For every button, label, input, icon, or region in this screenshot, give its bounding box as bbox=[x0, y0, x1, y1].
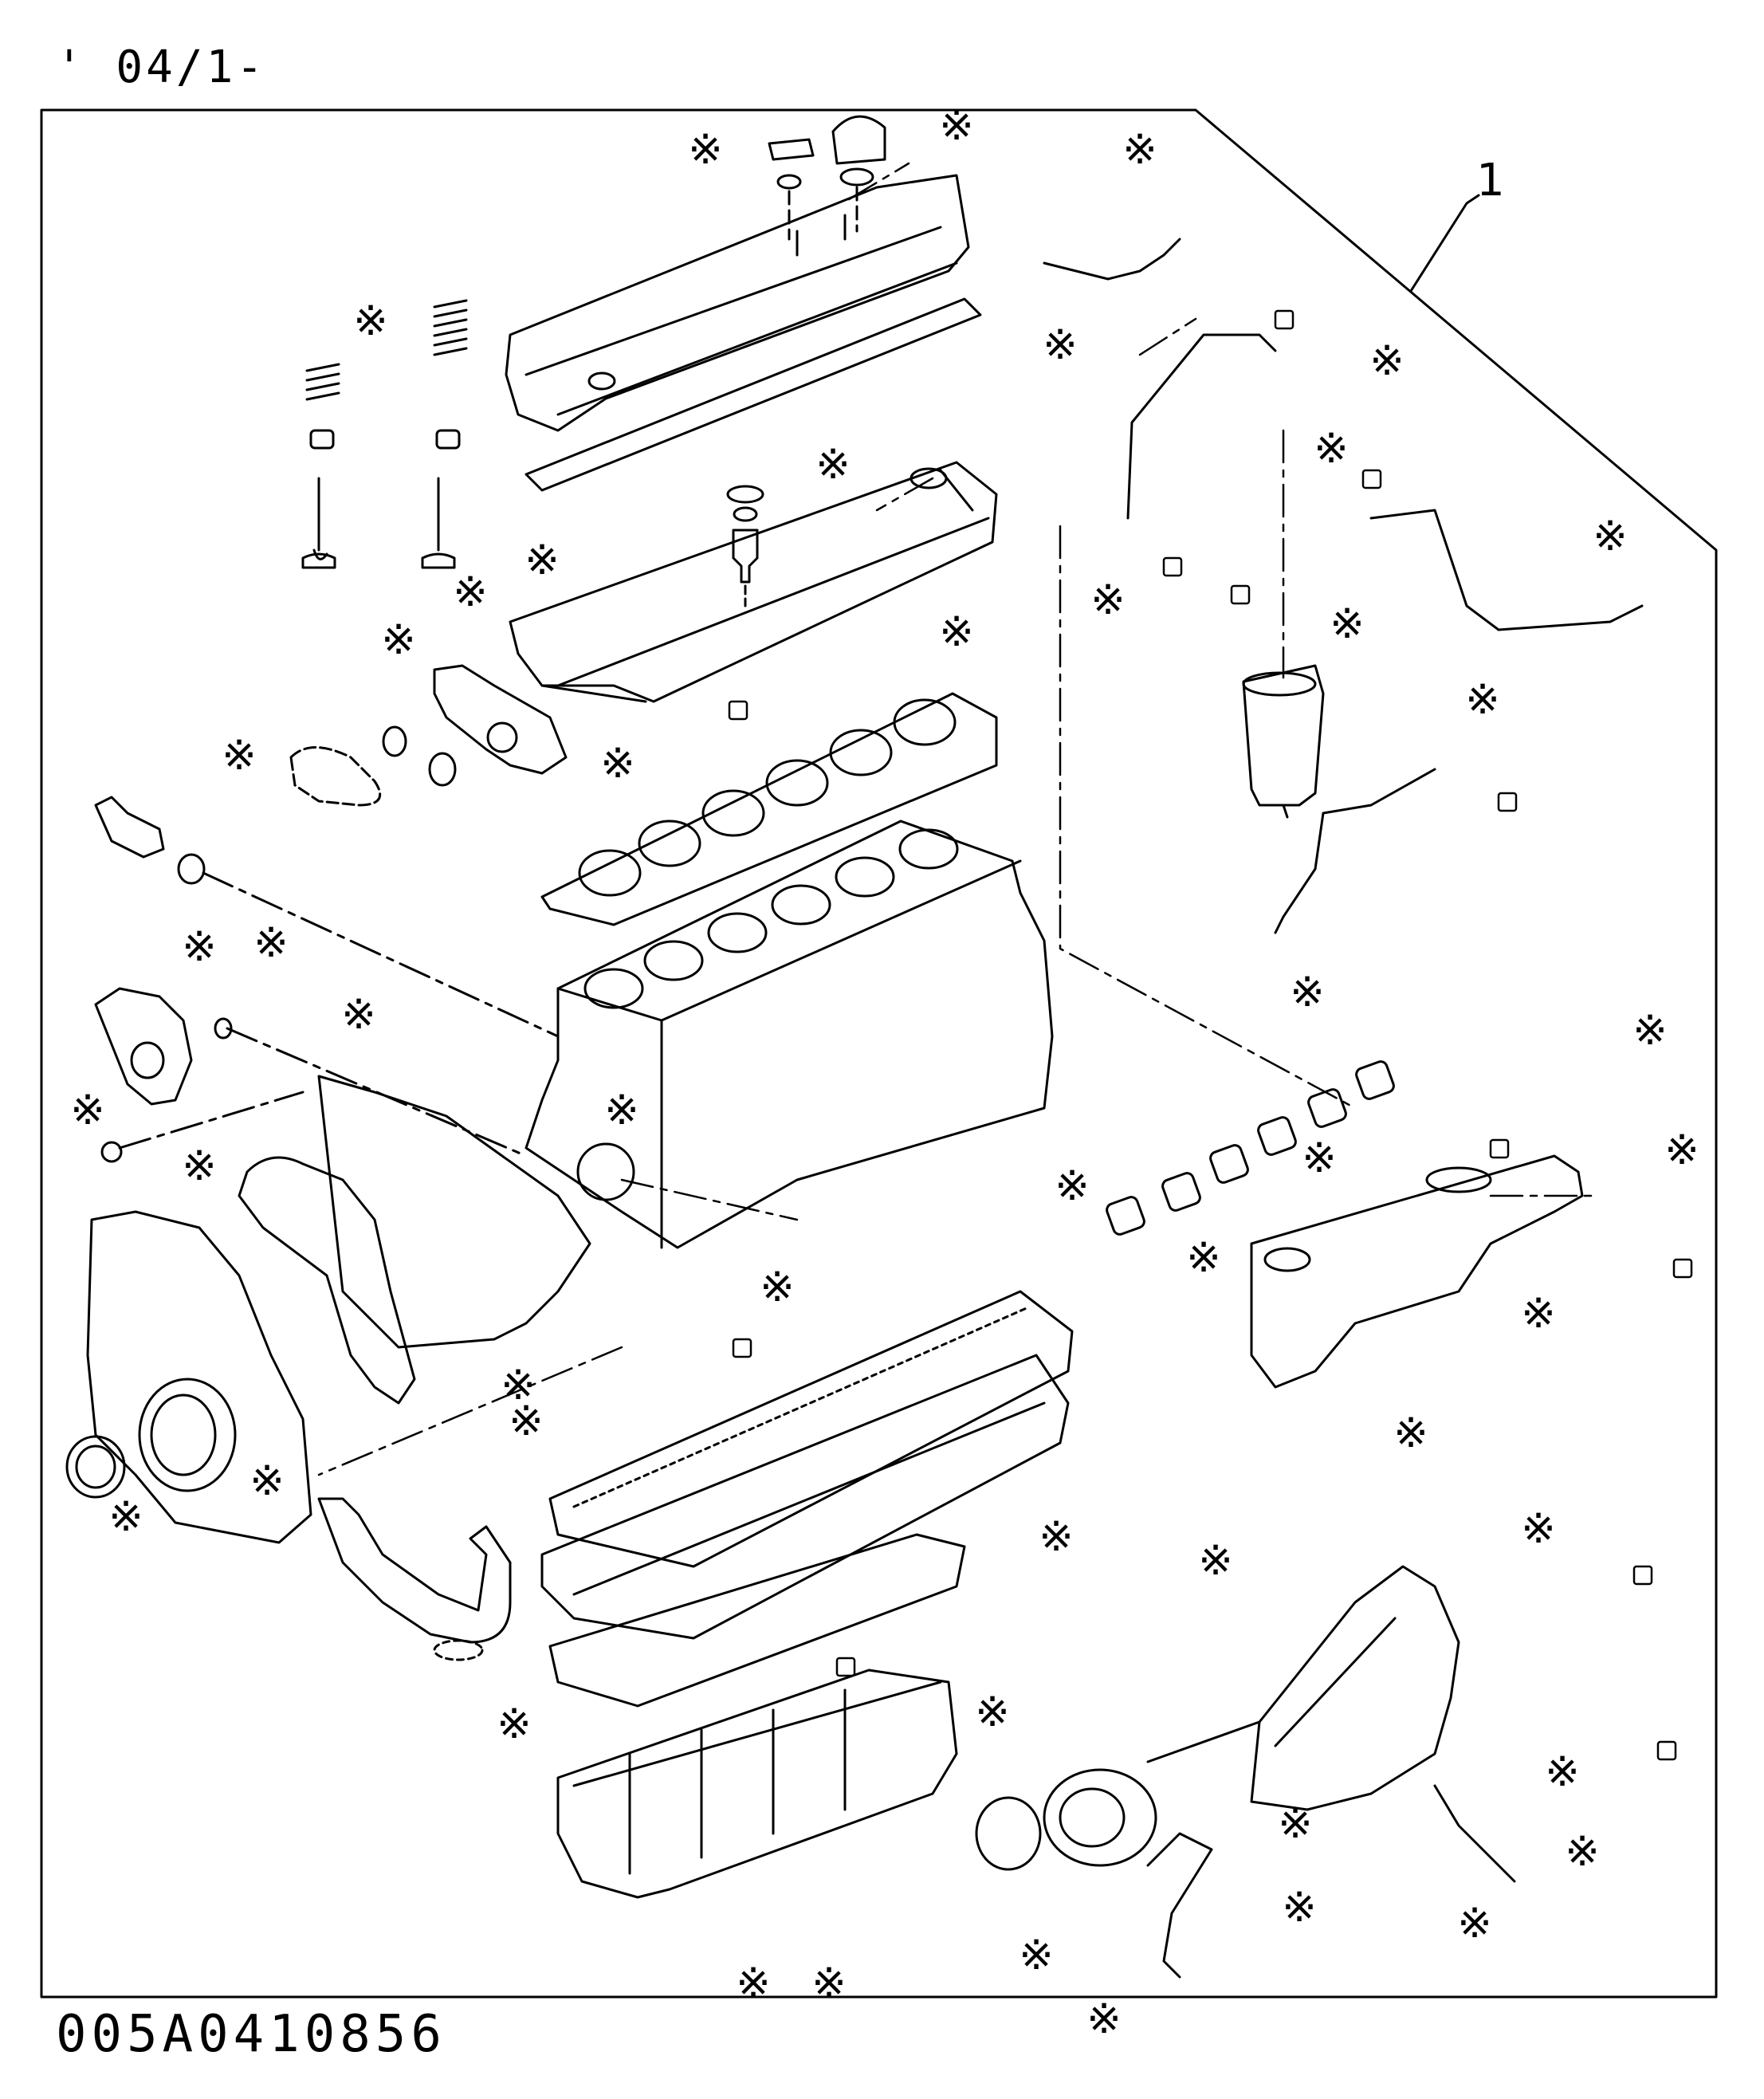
asterisk-callout: ※ bbox=[497, 1700, 532, 1748]
drain-seal bbox=[975, 1796, 1042, 1871]
assembly-leaders bbox=[317, 162, 1596, 1476]
asterisk-callout: ※ bbox=[1039, 1513, 1074, 1561]
oil-strainer bbox=[317, 1497, 512, 1661]
oil-pan-gasket-upper bbox=[548, 1290, 1074, 1568]
asterisk-callout: ※ bbox=[604, 1087, 639, 1134]
valve-cover bbox=[505, 174, 970, 432]
asterisk-callout: ※ bbox=[688, 126, 723, 174]
item-1-leader bbox=[1409, 194, 1480, 293]
fuel-pipe-upper bbox=[1126, 333, 1277, 520]
asterisk-callout: ※ bbox=[249, 1457, 285, 1505]
asterisk-callout: ※ bbox=[1282, 1884, 1317, 1932]
asterisk-callout: ※ bbox=[453, 568, 488, 616]
thermostat-housing bbox=[382, 664, 568, 787]
oil-pump bbox=[94, 987, 233, 1106]
injection-pump bbox=[1043, 1565, 1460, 1867]
head-gasket bbox=[540, 692, 998, 926]
asterisk-callout: ※ bbox=[108, 1493, 143, 1541]
asterisk-callout: ※ bbox=[182, 1142, 217, 1190]
fuel-filter bbox=[1242, 664, 1325, 819]
o-ring bbox=[100, 1141, 123, 1163]
asterisk-callout: ※ bbox=[1593, 513, 1628, 560]
oil-pan bbox=[556, 1669, 958, 1899]
return-pipe bbox=[1433, 1784, 1516, 1883]
asterisk-callout: ※ bbox=[70, 1087, 105, 1134]
asterisk-callout: ※ bbox=[600, 740, 635, 788]
asterisk-callout: ※ bbox=[1055, 1162, 1090, 1210]
sensor-plug bbox=[94, 796, 560, 1038]
asterisk-callout: ※ bbox=[1369, 337, 1405, 385]
intake-manifold bbox=[1250, 1154, 1584, 1389]
asterisk-callout: ※ bbox=[1043, 321, 1078, 369]
breather-cap bbox=[831, 115, 886, 233]
exhaust-gaskets bbox=[1106, 1060, 1395, 1236]
cylinder-head bbox=[509, 461, 998, 703]
asterisk-callout: ※ bbox=[509, 1397, 544, 1445]
fuel-pipe-lower bbox=[1274, 768, 1436, 934]
asterisk-callout: ※ bbox=[811, 1959, 847, 2007]
cylinder-block bbox=[317, 820, 1054, 1349]
drawing-number: 005A0410856 bbox=[56, 2005, 446, 2064]
asterisk-callout: ※ bbox=[1521, 1290, 1556, 1338]
asterisk-callout: ※ bbox=[1465, 676, 1500, 724]
asterisk-callout: ※ bbox=[1664, 1126, 1699, 1174]
oil-pan-gasket-lower bbox=[548, 1533, 966, 1708]
asterisk-callout: ※ bbox=[1019, 1932, 1054, 1979]
asterisk-callout: ※ bbox=[1290, 969, 1325, 1016]
asterisk-callout: ※ bbox=[736, 1959, 771, 2007]
asterisk-callout: ※ bbox=[341, 991, 376, 1039]
asterisk-callout: ※ bbox=[253, 919, 289, 967]
asterisk-callout: ※ bbox=[1330, 600, 1365, 648]
water-hose bbox=[289, 746, 382, 807]
timing-gasket bbox=[238, 1156, 416, 1405]
revision-code: ' 04/1- bbox=[56, 41, 267, 93]
asterisk-callout: ※ bbox=[1198, 1537, 1233, 1585]
valve-springs bbox=[305, 299, 468, 450]
valve-cover-gasket bbox=[524, 297, 982, 492]
asterisk-callouts: ※ ※ ※ ※ ※ ※ ※ ※ ※ ※ ※ ※ ※ ※ ※ ※ ※ ※ ※ ※ ※ ※ ※ ※ ※ ※ ※ ※ ※ ※ ※ ※ ※ ※ ※ ※ ※ ※ ※ ※… bbox=[70, 102, 1699, 2043]
bolts bbox=[728, 309, 1693, 1761]
asterisk-callout: ※ bbox=[524, 537, 560, 584]
injection-pipe bbox=[1146, 1832, 1213, 1979]
injector bbox=[726, 485, 764, 607]
asterisk-callout: ※ bbox=[222, 732, 257, 780]
asterisk-callout: ※ bbox=[182, 923, 217, 971]
asterisk-callout: ※ bbox=[975, 1688, 1010, 1736]
asterisk-callout: ※ bbox=[1545, 1748, 1580, 1796]
filler-cap bbox=[768, 138, 815, 241]
diagram-frame bbox=[40, 108, 1718, 1999]
fuel-pipe-right bbox=[1369, 509, 1644, 631]
ladder-frame bbox=[540, 1354, 1070, 1640]
asterisk-callout: ※ bbox=[1632, 1007, 1668, 1055]
asterisk-callout: ※ bbox=[815, 441, 851, 489]
asterisk-callout: ※ bbox=[353, 297, 388, 345]
asterisk-callout: ※ bbox=[1565, 1828, 1600, 1876]
asterisk-callout: ※ bbox=[1521, 1505, 1556, 1553]
asterisk-callout: ※ bbox=[1090, 576, 1126, 624]
item-1-label: 1 bbox=[1476, 155, 1505, 206]
asterisk-callout: ※ bbox=[1314, 425, 1349, 473]
valves bbox=[301, 477, 456, 569]
asterisk-callout: ※ bbox=[1302, 1134, 1337, 1182]
asterisk-callout: ※ bbox=[1457, 1900, 1492, 1948]
asterisk-callout: ※ bbox=[1086, 1995, 1122, 2043]
asterisk-callout: ※ bbox=[939, 102, 974, 150]
asterisk-callout: ※ bbox=[760, 1264, 795, 1311]
asterisk-callout: ※ bbox=[381, 616, 416, 664]
asterisk-callout: ※ bbox=[1122, 126, 1157, 174]
timing-cover bbox=[65, 1210, 312, 1544]
asterisk-callout: ※ bbox=[1393, 1409, 1428, 1457]
asterisk-callout: ※ bbox=[501, 1362, 536, 1409]
asterisk-callout: ※ bbox=[939, 608, 974, 656]
asterisk-callout: ※ bbox=[1278, 1800, 1313, 1848]
leak-off-pipe bbox=[1043, 238, 1181, 281]
asterisk-callout: ※ bbox=[1186, 1234, 1221, 1282]
